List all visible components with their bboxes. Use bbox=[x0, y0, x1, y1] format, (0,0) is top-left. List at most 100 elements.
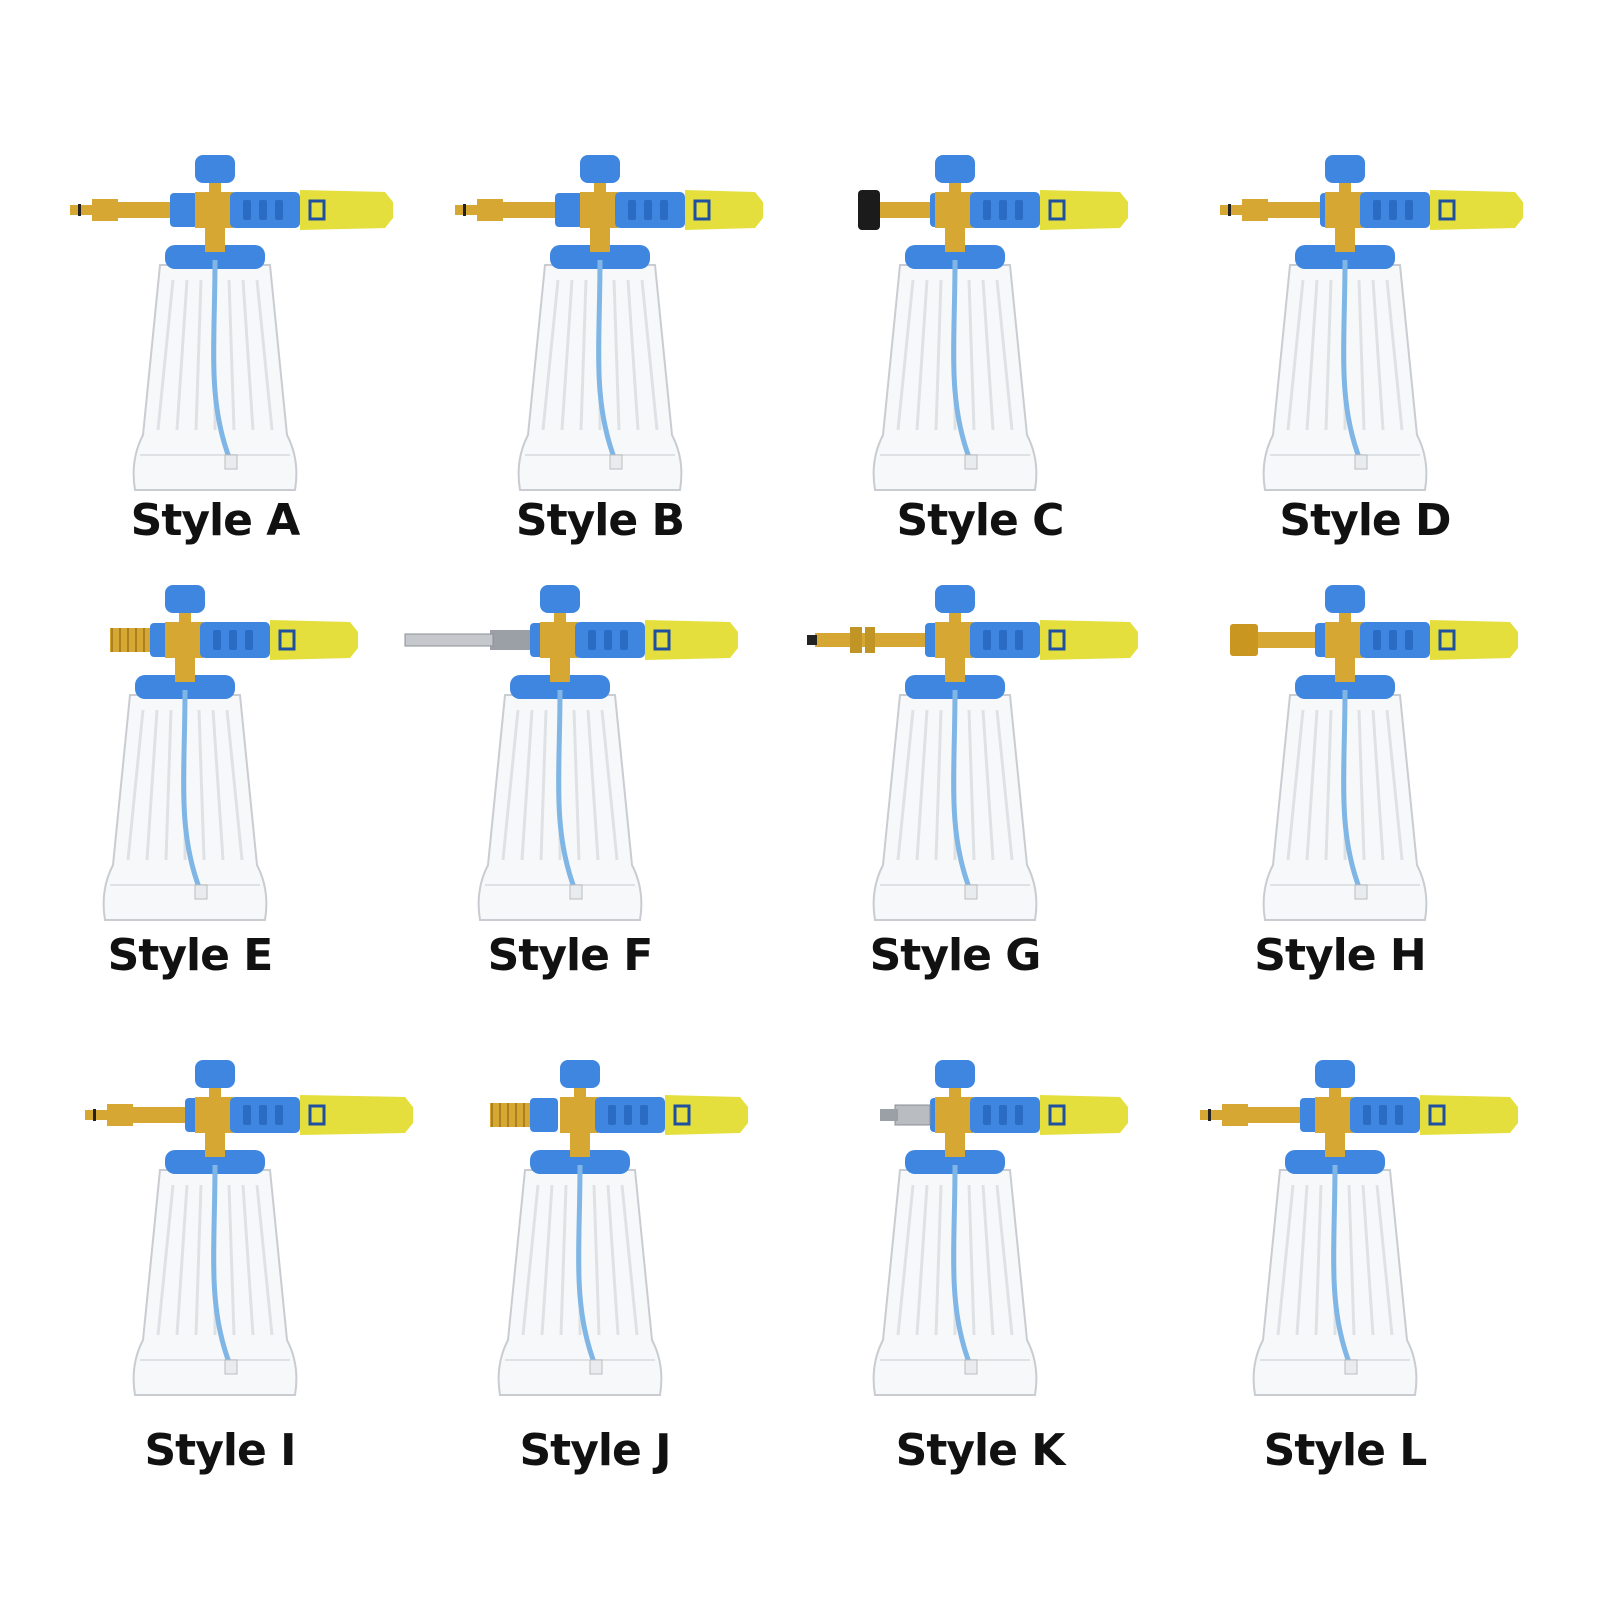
bottle-rib bbox=[995, 1184, 1014, 1336]
grip-slot bbox=[275, 1105, 283, 1125]
brass-fitting bbox=[1265, 202, 1320, 218]
bottle-rib bbox=[520, 709, 534, 861]
brass-fitting bbox=[115, 202, 170, 218]
product-cell: Style E bbox=[20, 575, 420, 995]
nozzle-marker bbox=[308, 199, 326, 221]
yellow-nozzle bbox=[1430, 190, 1523, 230]
brass-nut bbox=[92, 199, 118, 221]
adjustment-knob bbox=[1325, 585, 1365, 613]
bottle-rib bbox=[225, 709, 244, 861]
bottle-rib bbox=[197, 709, 206, 861]
bottle-rib bbox=[1314, 1184, 1323, 1336]
brass-hub bbox=[165, 622, 203, 658]
nozzle-marker bbox=[1048, 1104, 1066, 1126]
foam-cannon-illustration bbox=[872, 1060, 1128, 1396]
siphon-hose bbox=[951, 689, 973, 891]
yellow-nozzle bbox=[645, 620, 738, 660]
bottle-rib bbox=[1375, 1184, 1394, 1336]
product-cell: Style B bbox=[420, 145, 820, 565]
grip-slot bbox=[1015, 630, 1023, 650]
bottle-cap bbox=[510, 675, 610, 699]
grip-slot bbox=[604, 630, 612, 650]
hose-filter bbox=[964, 1359, 978, 1375]
grip-slot bbox=[644, 200, 652, 220]
grip-slot bbox=[229, 630, 237, 650]
nozzle-marker bbox=[1428, 1104, 1446, 1126]
foam-cannon-illustration bbox=[85, 1060, 413, 1396]
knob-stem bbox=[1339, 180, 1351, 194]
knob-stem bbox=[949, 180, 961, 194]
brass-hub bbox=[935, 622, 973, 658]
bottle-rib bbox=[540, 1184, 554, 1336]
grip-slot bbox=[588, 630, 596, 650]
adjustment-knob bbox=[1315, 1060, 1355, 1088]
hose-filter bbox=[964, 884, 978, 900]
grip-slot bbox=[243, 1105, 251, 1125]
foam-cannon-illustration bbox=[404, 585, 738, 921]
product-cell: Style D bbox=[1180, 145, 1580, 565]
product-cell: Style G bbox=[790, 575, 1190, 995]
adjustment-knob bbox=[1325, 155, 1365, 183]
bottle-rib bbox=[1361, 1184, 1375, 1336]
hose-filter bbox=[194, 884, 208, 900]
knob-stem bbox=[949, 1085, 961, 1099]
bottle-rib bbox=[915, 709, 929, 861]
siphon-hose bbox=[951, 1164, 973, 1366]
style-label: Style H bbox=[1254, 930, 1426, 981]
nozzle-marker bbox=[1048, 629, 1066, 651]
bottle-rib bbox=[1305, 709, 1319, 861]
bottle-rib bbox=[896, 1184, 915, 1336]
hose-filter bbox=[964, 454, 978, 470]
adjustment-knob bbox=[580, 155, 620, 183]
nozzle-marker bbox=[673, 1104, 691, 1126]
grip-slot bbox=[620, 630, 628, 650]
bottle-rib bbox=[934, 1184, 943, 1336]
grip-slot bbox=[1395, 1105, 1403, 1125]
bottle-rib bbox=[981, 279, 995, 431]
bottle-rib bbox=[156, 279, 175, 431]
grip-slot bbox=[660, 200, 668, 220]
bottle-rib bbox=[1385, 709, 1404, 861]
o-ring bbox=[1228, 204, 1231, 216]
style-label: Style A bbox=[130, 495, 301, 546]
brass-hub bbox=[195, 192, 233, 228]
hose-filter bbox=[224, 1359, 238, 1375]
product-cell: Style J bbox=[420, 1050, 820, 1476]
o-ring bbox=[1208, 1109, 1211, 1121]
steel-quick-connector bbox=[894, 1104, 931, 1126]
bottle-rib bbox=[559, 1184, 568, 1336]
hose-filter bbox=[224, 454, 238, 470]
adjustment-knob bbox=[935, 1060, 975, 1088]
siphon-hose bbox=[1341, 259, 1363, 461]
bottle-rib bbox=[164, 709, 173, 861]
bottle-rib bbox=[227, 1184, 236, 1336]
brass-tip bbox=[70, 205, 94, 215]
bottle-rib bbox=[1371, 709, 1385, 861]
grip-slot bbox=[1015, 1105, 1023, 1125]
bottle-rib bbox=[539, 709, 548, 861]
brass-nut bbox=[1222, 1104, 1248, 1126]
nozzle-marker bbox=[693, 199, 711, 221]
grip-slot bbox=[608, 1105, 616, 1125]
bottle-rib bbox=[255, 1184, 274, 1336]
bottle-rib bbox=[572, 709, 581, 861]
bottle-cap bbox=[905, 1150, 1005, 1174]
grip-slot bbox=[1373, 630, 1381, 650]
hose-filter bbox=[1354, 454, 1368, 470]
bottle-rib bbox=[981, 1184, 995, 1336]
style-label: Style B bbox=[515, 495, 685, 546]
yellow-nozzle bbox=[1040, 620, 1138, 660]
brass-hub bbox=[580, 192, 618, 228]
brass-fitting bbox=[130, 1107, 185, 1123]
grip-slot bbox=[275, 200, 283, 220]
knob-stem bbox=[209, 1085, 221, 1099]
adjustment-knob bbox=[165, 585, 205, 613]
bottle-rib bbox=[995, 279, 1014, 431]
style-label: Style L bbox=[1263, 1425, 1428, 1476]
grip-slot bbox=[628, 200, 636, 220]
bottle-rib bbox=[560, 279, 574, 431]
inlet-collar bbox=[170, 193, 198, 227]
siphon-hose bbox=[596, 259, 618, 461]
siphon-hose bbox=[556, 689, 578, 891]
grip-slot bbox=[1405, 630, 1413, 650]
